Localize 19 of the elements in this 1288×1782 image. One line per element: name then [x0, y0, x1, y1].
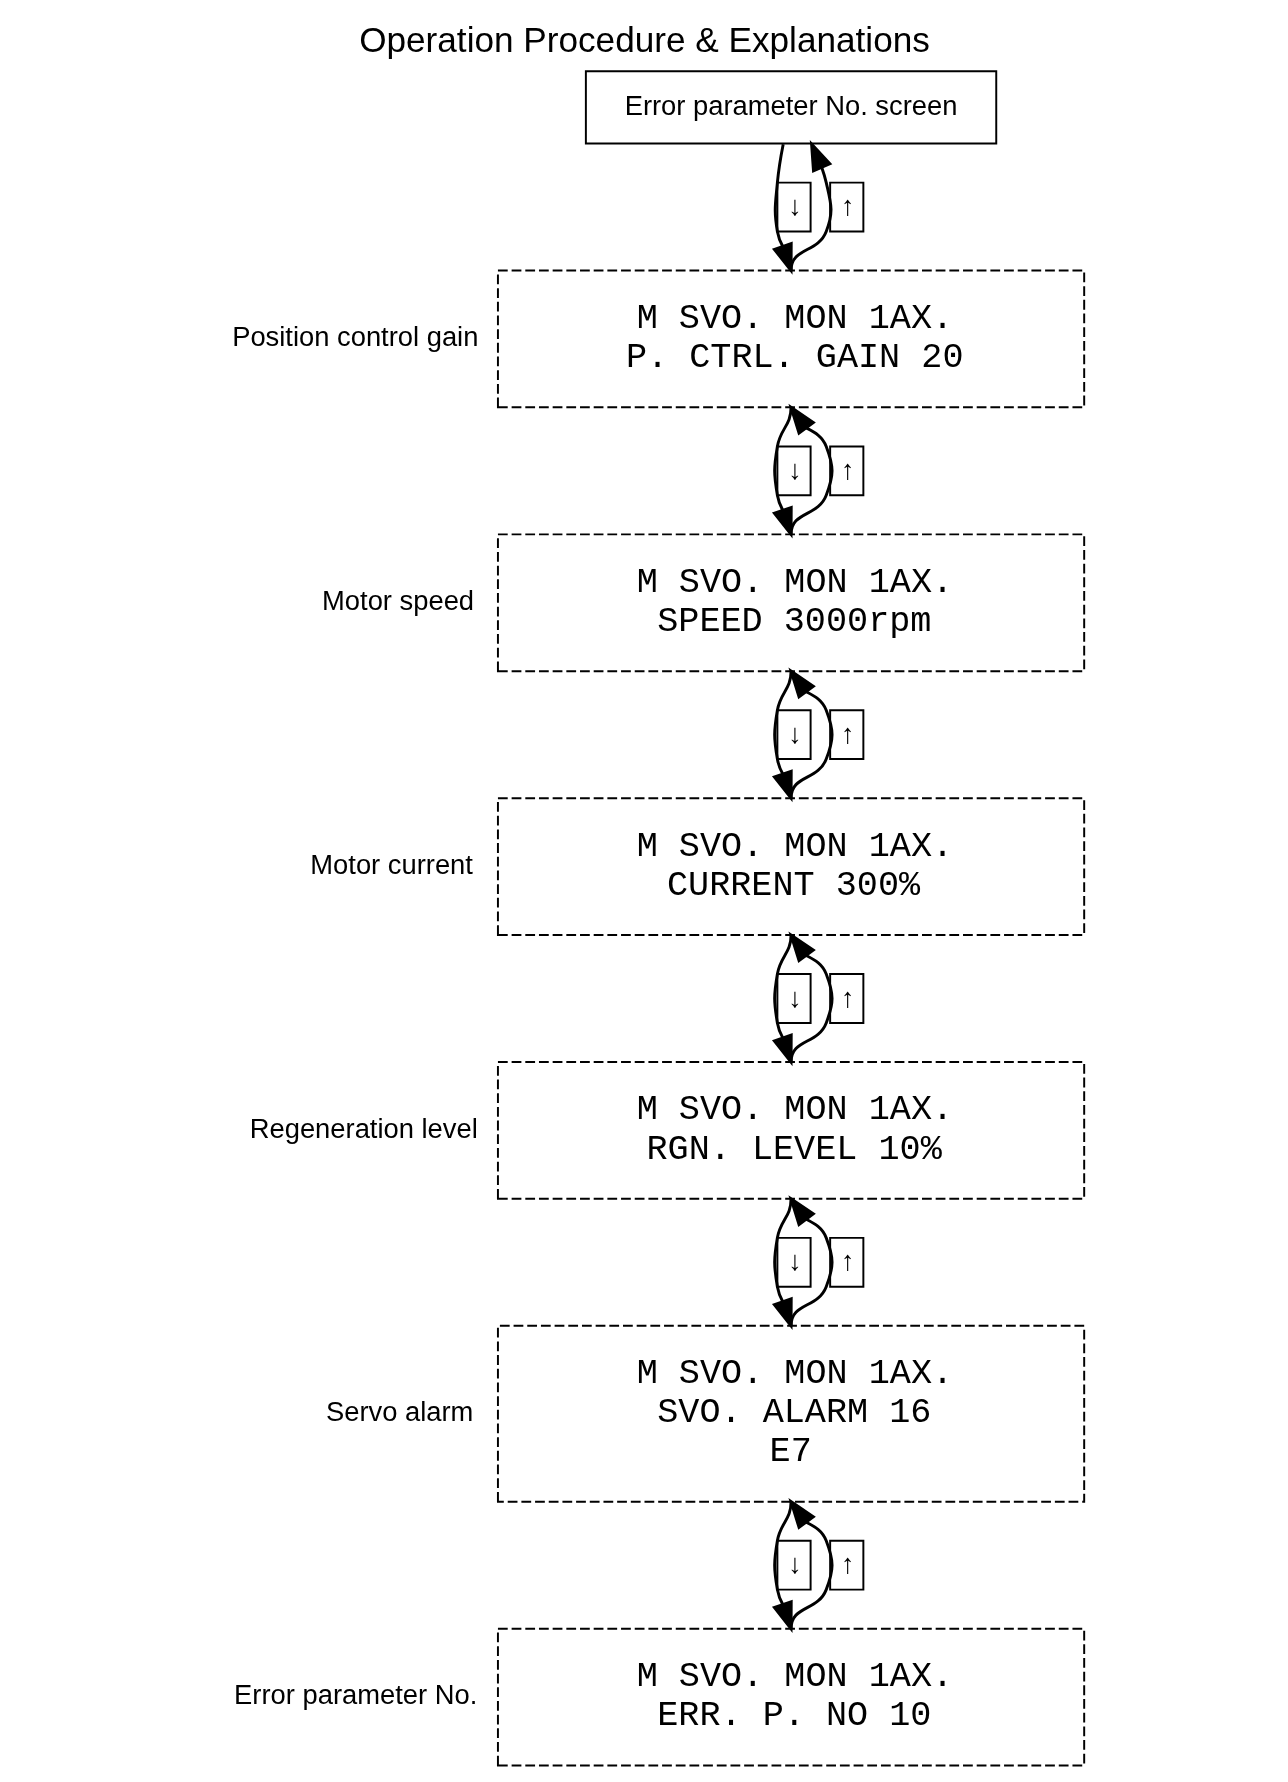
node-label: Motor current: [309, 848, 473, 880]
edge-label: ↑: [840, 454, 855, 486]
edge-label: ↓: [787, 454, 802, 486]
edge-label: ↑: [840, 717, 855, 749]
edge-label: ↓: [787, 717, 802, 749]
edge-label: ↓: [787, 1548, 802, 1580]
edge-label: ↓: [787, 190, 802, 222]
node-label: Motor speed: [321, 584, 474, 616]
node-label: Position control gain: [231, 321, 478, 353]
edge-label: ↑: [840, 981, 855, 1013]
edge-label: ↑: [840, 190, 855, 222]
edge-label: ↓: [787, 981, 802, 1013]
diagram-title: Operation Procedure & Explanations: [358, 20, 930, 60]
node-label: Regeneration level: [249, 1112, 478, 1144]
edge-label: ↑: [840, 1245, 855, 1277]
edge-label: ↓: [787, 1245, 802, 1277]
node-label: Error parameter No.: [233, 1679, 477, 1711]
node-label: Servo alarm: [325, 1395, 473, 1427]
edge-label: ↑: [840, 1548, 855, 1580]
